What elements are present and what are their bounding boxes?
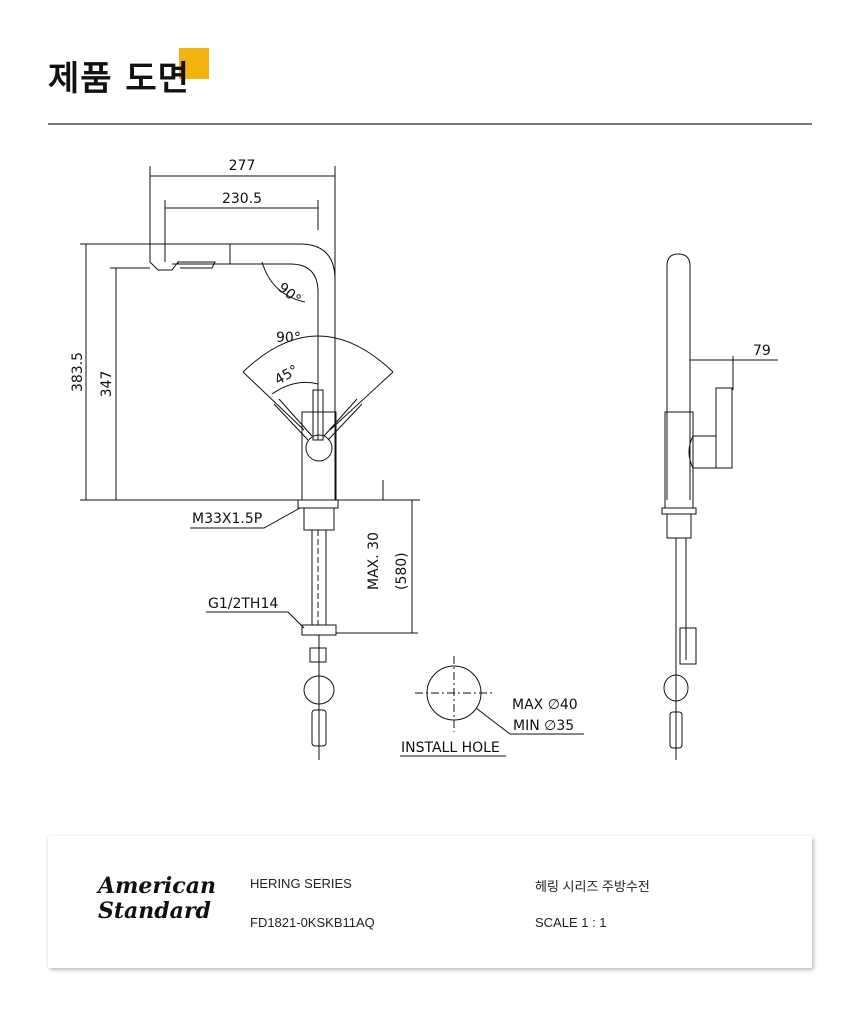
- spout-angle-arc: [261, 261, 306, 303]
- handle-swing-arc: [242, 335, 394, 373]
- spout-outer: [150, 243, 336, 500]
- handle-left-ray: [242, 371, 305, 431]
- dim-277-label: 277: [229, 158, 256, 174]
- series-name: HERING SERIES: [250, 876, 352, 891]
- handle-left-b: [278, 398, 313, 437]
- hose-weight: [303, 675, 335, 705]
- spout-inner: [172, 263, 319, 440]
- title-accent-square: [179, 48, 209, 79]
- handle-right-a: [323, 398, 358, 437]
- max-deck-label: MAX. 30: [366, 532, 382, 590]
- hose-fitting: [301, 624, 337, 636]
- side-flange: [661, 507, 697, 515]
- handle-center: [312, 389, 324, 441]
- side-spout: [666, 253, 691, 500]
- base-flange: [297, 499, 339, 509]
- leader-hose-thread: [206, 611, 305, 629]
- handle-right-b: [327, 403, 363, 441]
- base-nut: [303, 507, 335, 531]
- install-hole-leader: [475, 707, 584, 735]
- handle-left-a: [273, 403, 309, 441]
- faucet-body: [301, 411, 337, 501]
- title-divider: [48, 123, 812, 125]
- side-body: [664, 411, 694, 509]
- thread-base-label: M33X1.5P: [192, 511, 262, 527]
- dim-383-label: 383.5: [70, 352, 86, 392]
- spout-angle-label: 90°: [274, 280, 303, 308]
- handle-range-label: 90°: [276, 330, 301, 346]
- page-title: 제품 도면: [48, 59, 190, 99]
- side-nut: [666, 513, 692, 539]
- hose-valve: [309, 647, 327, 663]
- dim-347-label: 347: [99, 371, 115, 398]
- side-valve: [679, 627, 697, 665]
- handle-hub: [305, 434, 333, 462]
- technical-drawing: 277 230.5 383.5 347 90° 90° 45° M33X1.5P…: [70, 158, 778, 760]
- side-weight: [663, 674, 689, 702]
- install-max-label: MAX ∅40: [512, 697, 578, 713]
- product-name-kr: 헤링 시리즈 주방수전: [535, 879, 650, 894]
- install-min-label: MIN ∅35: [513, 718, 574, 734]
- page-title-block: 제품 도면: [48, 48, 209, 96]
- dim-230-label: 230.5: [222, 191, 262, 207]
- brand-logo: American Standard: [98, 874, 216, 924]
- product-info-card: American Standard HERING SERIES FD1821-0…: [48, 836, 812, 968]
- side-connector: [669, 711, 683, 749]
- scale-label: SCALE 1 : 1: [535, 915, 607, 930]
- model-number: FD1821-0KSKB11AQ: [250, 915, 375, 930]
- brand-line-1: American: [98, 873, 216, 899]
- below-deck-label: (580): [394, 552, 410, 590]
- leader-thread-base: [190, 507, 301, 529]
- hose-thread-label: G1/2TH14: [208, 596, 278, 612]
- handle-half-label: 45°: [272, 362, 302, 388]
- side-handle-hub: [688, 435, 717, 469]
- install-hole-caption: INSTALL HOLE: [401, 740, 500, 756]
- handle-right-ray: [329, 371, 394, 431]
- spout-head: [149, 244, 179, 271]
- spray-head: [178, 261, 216, 269]
- handle-half-arc: [271, 381, 319, 395]
- dim-79-label: 79: [753, 343, 771, 359]
- side-handle-lever: [715, 387, 733, 469]
- hose-connector: [311, 709, 327, 747]
- brand-line-2: Standard: [98, 898, 211, 924]
